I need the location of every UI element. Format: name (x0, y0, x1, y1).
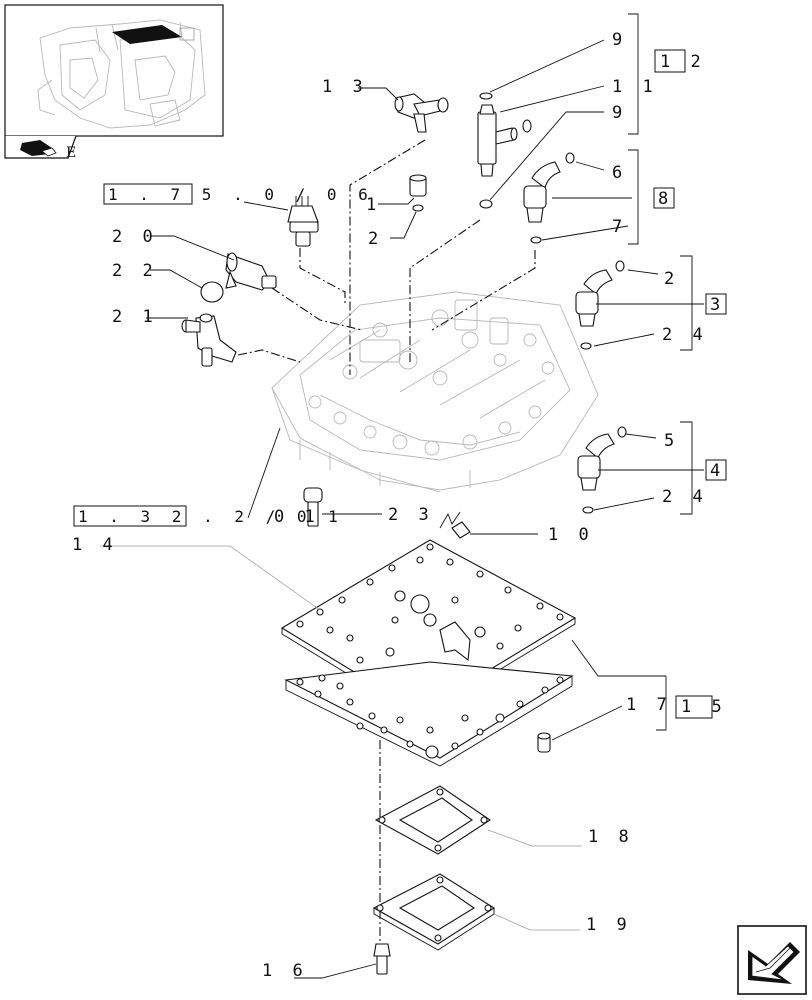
callout-21[interactable]: 2 1 (112, 307, 158, 327)
callout-17[interactable]: 1 7 (626, 695, 672, 715)
part-22-cap (200, 281, 224, 303)
callout-1[interactable]: 1 (366, 195, 381, 215)
pressure-sensor (287, 196, 319, 247)
callout-2-lower[interactable]: 2 (664, 269, 679, 289)
leader-lines (100, 39, 704, 979)
part-3-elbow-fitting (575, 260, 625, 350)
part-18-cover-gasket (374, 785, 491, 855)
part-23-bolt (303, 487, 323, 527)
part-21-tee-fitting (181, 313, 237, 367)
boxed-callouts: 1 2 8 3 4 1 5 (653, 49, 727, 719)
callout-13[interactable]: 1 3 (322, 77, 368, 97)
callout-7[interactable]: 7 (612, 217, 627, 237)
callout-2-upper[interactable]: 2 (368, 229, 383, 249)
thumbnail-corner-letter: E (66, 145, 76, 161)
callout-23[interactable]: 2 3 (388, 505, 434, 525)
reference-labels: 1 . 7 5 . 0 / 0 6 1 . 3 2 . 2 / 0 1 (73, 183, 374, 527)
callout-3[interactable]: 3 (710, 295, 725, 315)
group-brackets (628, 13, 693, 731)
callout-16[interactable]: 1 6 (262, 961, 308, 981)
callout-9-top[interactable]: 9 (612, 30, 627, 50)
part-15-separator-plate (284, 661, 574, 767)
book-icon (20, 140, 57, 157)
callout-10[interactable]: 1 0 (548, 525, 594, 545)
part-1-plug (409, 174, 427, 212)
callout-24-lower[interactable]: 2 4 (662, 487, 708, 507)
part-19-cover (372, 873, 496, 951)
callout-12[interactable]: 1 2 (660, 52, 706, 72)
callout-6[interactable]: 6 (612, 163, 627, 183)
callout-22[interactable]: 2 2 (112, 261, 158, 281)
callout-4[interactable]: 4 (710, 461, 725, 481)
part-8-elbow-fitting (523, 152, 575, 244)
callout-19[interactable]: 1 9 (586, 915, 632, 935)
callout-9-mid[interactable]: 9 (612, 103, 627, 123)
part-13-tee-fitting (394, 93, 449, 133)
locator-thumbnail (4, 4, 224, 137)
part-4-elbow-fitting (577, 426, 627, 514)
reference-valve-body[interactable]: 1 . 3 2 . 2 / 0 1 (78, 507, 344, 526)
part-10-pin (439, 511, 471, 539)
callout-24-upper[interactable]: 2 4 (662, 325, 708, 345)
callout-8[interactable]: 8 (658, 189, 673, 209)
part-16-screw (373, 943, 391, 975)
book-tab: E (4, 135, 77, 161)
callout-11[interactable]: 1 1 (612, 77, 658, 97)
callout-20[interactable]: 2 0 (112, 227, 158, 247)
callout-14[interactable]: 1 4 (72, 535, 118, 555)
valve-body-housing (271, 291, 599, 493)
callout-5[interactable]: 5 (664, 431, 679, 451)
assembly-lines (237, 139, 536, 948)
part-20-tee-fitting (225, 252, 277, 291)
callout-labels: 1 3 9 1 1 9 6 7 1 2 2 0 2 2 2 1 2 2 4 5 … (72, 30, 708, 981)
next-page-button[interactable] (737, 925, 807, 995)
reference-sensor[interactable]: 1 . 7 5 . 0 / 0 6 (108, 185, 374, 204)
part-17-dowel (537, 732, 551, 753)
callout-15[interactable]: 1 5 (681, 697, 727, 717)
next-page-arrow-icon (748, 942, 800, 984)
callout-18[interactable]: 1 8 (588, 827, 634, 847)
part-12-tee-connector (477, 92, 532, 209)
callout-01[interactable]: 0 1 (274, 507, 320, 527)
